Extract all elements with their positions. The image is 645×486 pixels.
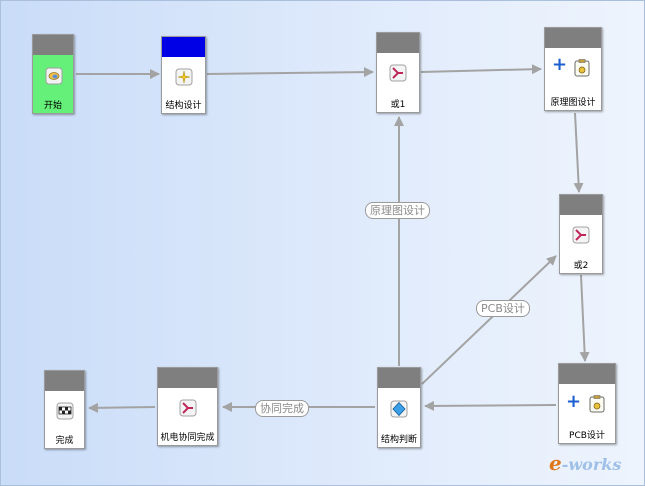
edge-judge-to-or2[interactable] <box>421 255 557 385</box>
plus-icon: + <box>566 391 582 412</box>
node-structure-design[interactable]: 结构设计 <box>161 36 206 114</box>
or-gateway-icon <box>179 399 197 417</box>
node-schematic-design[interactable]: + 原理图设计 <box>544 27 602 111</box>
checkered-flag-icon <box>56 402 74 420</box>
node-label: 原理图设计 <box>550 98 596 108</box>
node-header <box>33 35 73 55</box>
decision-diamond-icon <box>390 400 408 418</box>
node-header <box>158 368 217 388</box>
edge-label-cowork: 协同完成 <box>255 400 309 417</box>
node-header <box>377 33 419 53</box>
edge-label-schematic: 原理图设计 <box>365 202 430 219</box>
edge-schematic-to-or2[interactable] <box>573 112 584 193</box>
node-label: PCB设计 <box>569 431 605 441</box>
node-header <box>45 371 84 391</box>
clipboard-icon <box>574 59 590 77</box>
or-gateway-icon <box>572 226 590 244</box>
eworks-logo: e-works <box>549 451 622 475</box>
node-header <box>545 28 601 48</box>
node-or2[interactable]: 或2 <box>559 194 603 274</box>
node-header <box>378 368 420 388</box>
plus-icon: + <box>552 54 568 75</box>
node-mech-elec-complete[interactable]: 机电协同完成 <box>157 367 218 446</box>
edge-mech-to-done[interactable] <box>88 402 156 413</box>
node-pcb-design[interactable]: + PCB设计 <box>558 363 616 444</box>
node-header <box>559 364 615 384</box>
node-header <box>560 195 602 215</box>
edge-struct-to-or1[interactable] <box>206 67 374 78</box>
node-or1[interactable]: 或1 <box>376 32 420 113</box>
node-start[interactable]: 开始 <box>32 34 74 114</box>
edge-pcb-to-judge[interactable] <box>424 400 557 411</box>
clipboard-icon <box>589 395 605 413</box>
node-label: 结构判断 <box>380 435 417 445</box>
start-icon <box>45 67 63 85</box>
edge-label-pcb: PCB设计 <box>476 300 530 317</box>
node-label: 结构设计 <box>165 101 202 111</box>
node-label: 机电协同完成 <box>160 433 215 443</box>
node-label: 或1 <box>390 100 406 110</box>
edge-or1-to-schematic[interactable] <box>420 64 542 75</box>
node-label: 或2 <box>573 261 589 271</box>
node-structure-check[interactable]: 结构判断 <box>377 367 421 448</box>
node-label: 完成 <box>55 436 74 446</box>
task-spark-icon <box>175 68 193 86</box>
node-label: 开始 <box>43 101 62 111</box>
or-gateway-icon <box>389 64 407 82</box>
edge-or2-to-pcb[interactable] <box>579 274 590 362</box>
node-finish[interactable]: 完成 <box>44 370 85 449</box>
node-header <box>162 37 205 57</box>
